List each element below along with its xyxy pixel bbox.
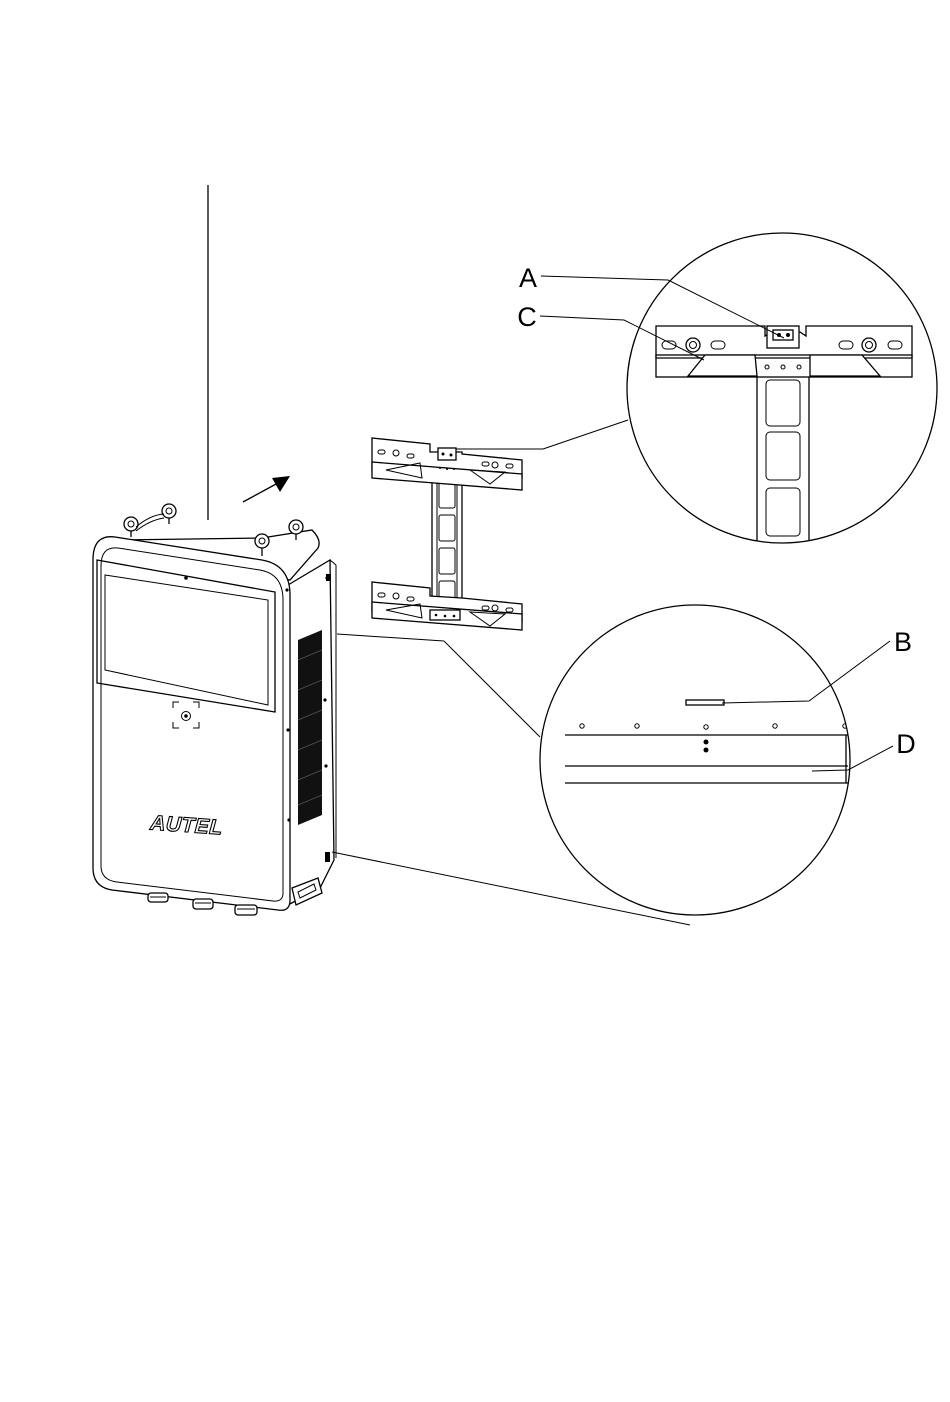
callout-leader-top-diag <box>543 420 628 449</box>
charger-unit: AUTEL <box>93 504 336 915</box>
wall-bracket <box>372 438 522 630</box>
callout-leader-bottom-diag <box>444 641 540 737</box>
vent-grille <box>298 630 322 825</box>
bottom-slot <box>325 852 330 862</box>
label-d-text: D <box>896 729 916 759</box>
label-c-text: C <box>517 302 537 332</box>
label-b-text: B <box>894 627 912 657</box>
detail-view-top <box>627 233 937 560</box>
side-vent-slot <box>326 574 331 581</box>
callout-leader-bottom-upper <box>337 634 444 641</box>
arrow-up-right-icon <box>243 476 290 502</box>
label-a-text: A <box>519 263 537 293</box>
detail-circle-bottom <box>540 605 850 915</box>
callout-leader-bottom-lower <box>332 852 690 925</box>
indicator-light <box>184 576 188 580</box>
detail-view-bottom <box>540 605 850 915</box>
